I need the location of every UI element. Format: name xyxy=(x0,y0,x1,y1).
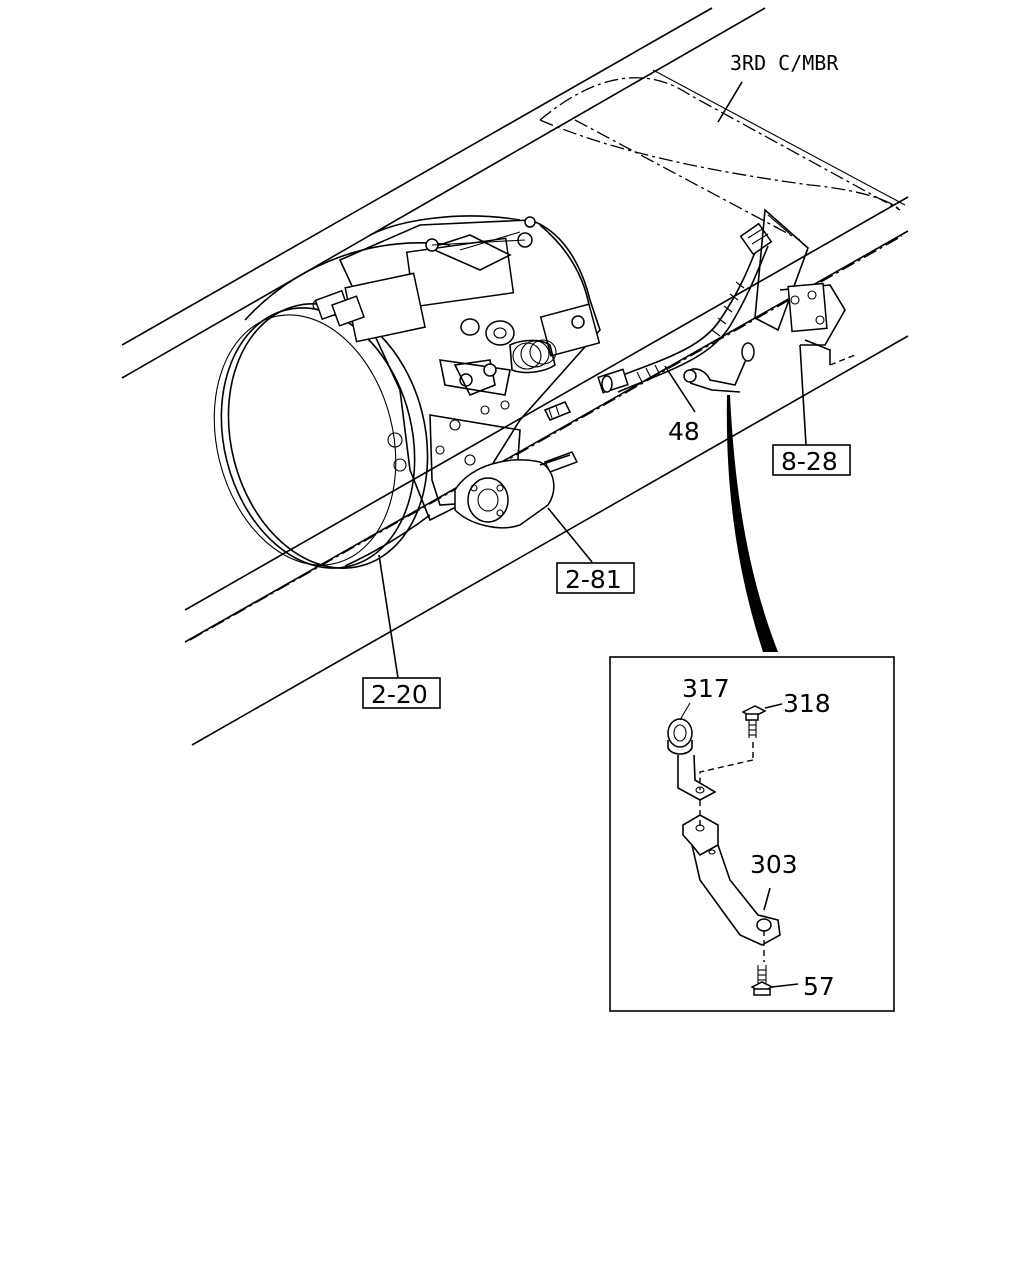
clip-callout: 317 xyxy=(682,674,730,703)
release-fork-assembly xyxy=(453,318,557,397)
transmission-body xyxy=(314,215,601,522)
bracket-callout: 303 xyxy=(750,850,798,879)
clutch-hose xyxy=(597,222,773,394)
member-label: 3RD C/MBR xyxy=(730,51,839,75)
bolt-lower-callout: 57 xyxy=(803,972,835,1001)
ref-box-8-28: 8-28 xyxy=(772,444,851,476)
detail-pointer-wedge xyxy=(726,395,778,652)
ref-box-2-81: 2-81 xyxy=(556,562,635,594)
bolt-upper-callout: 318 xyxy=(783,689,831,718)
leader-lines xyxy=(378,81,807,679)
hose-callout: 48 xyxy=(668,417,700,446)
ref-valve-label: 8-28 xyxy=(781,447,838,476)
ref-transmission-label: 2-20 xyxy=(371,680,428,709)
frame-rails xyxy=(121,7,909,746)
bolt-lower-part xyxy=(750,930,799,996)
ref-box-2-20: 2-20 xyxy=(362,677,441,709)
bolt-upper-part xyxy=(699,703,783,790)
ref-cylinder-label: 2-81 xyxy=(565,565,622,594)
third-cross-member xyxy=(539,69,906,241)
rail-bracket-area xyxy=(683,208,856,393)
clip-part xyxy=(667,702,717,801)
clutch-slave-cylinder xyxy=(454,401,579,529)
detail-inset: 317 318 303 57 xyxy=(609,656,895,1012)
